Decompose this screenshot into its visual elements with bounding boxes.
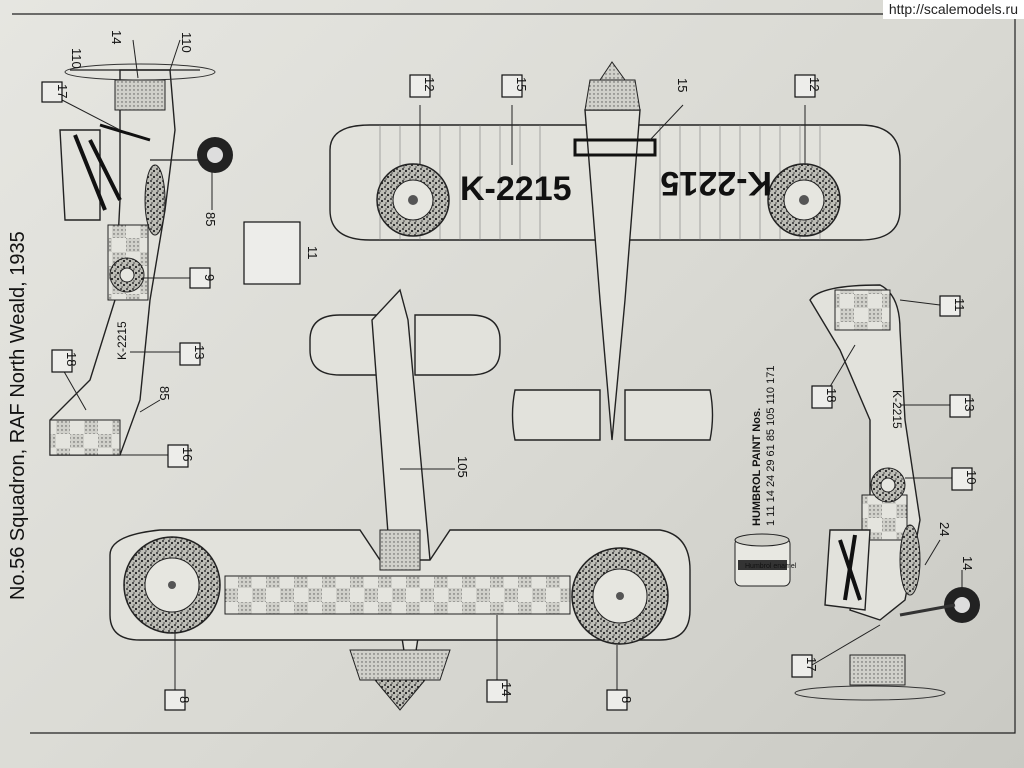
callout-10: 10 — [951, 467, 979, 491]
wing-serial-left: K-2215 — [460, 170, 572, 208]
plan-view — [109, 288, 691, 711]
callout-8-right: 8 — [606, 689, 634, 711]
svg-text:12: 12 — [422, 77, 437, 91]
callout-18-left: 18 — [51, 349, 79, 373]
callout-17-right: 17 — [791, 654, 819, 678]
paint-tin-icon — [734, 533, 791, 587]
svg-text:9: 9 — [202, 274, 217, 281]
callout-18-right: 18 — [811, 385, 839, 409]
svg-text:10: 10 — [964, 470, 979, 484]
callout-14-right: 14 — [960, 556, 975, 570]
svg-text:11: 11 — [305, 246, 320, 260]
svg-text:24: 24 — [937, 522, 952, 536]
svg-text:15: 15 — [675, 78, 690, 92]
svg-text:85: 85 — [203, 212, 218, 226]
callout-24: 24 — [937, 522, 952, 536]
callout-8-left: 8 — [164, 689, 192, 711]
callout-11-right: 11 — [939, 295, 967, 317]
leader-lines — [61, 39, 963, 690]
svg-text:8: 8 — [177, 696, 192, 703]
callout-110-right: 110 — [179, 32, 194, 53]
watermark-url: http://scalemodels.ru — [882, 0, 1024, 19]
svg-text:13: 13 — [192, 345, 207, 359]
svg-text:18: 18 — [64, 352, 79, 366]
callout-85-wheel: 85 — [203, 212, 218, 226]
callout-85-tail: 85 — [157, 386, 172, 400]
side-serial-right: K-2215 — [890, 390, 904, 429]
callout-15-right: 15 — [675, 78, 690, 92]
svg-text:14: 14 — [960, 556, 975, 570]
wing-serial-right: K-2215 — [660, 164, 772, 202]
svg-text:17: 17 — [55, 84, 70, 98]
page-title: No.56 Squadron, RAF North Weald, 1935 — [7, 231, 29, 600]
svg-text:110: 110 — [69, 48, 84, 69]
callout-105: 105 — [455, 456, 470, 478]
callout-17-left: 17 — [41, 81, 70, 103]
callout-13-left: 13 — [179, 342, 207, 366]
callout-11-box: 11 — [305, 246, 320, 260]
svg-text:85: 85 — [157, 386, 172, 400]
svg-text:11: 11 — [952, 298, 967, 312]
svg-text:8: 8 — [619, 696, 634, 703]
decal-11-outline — [243, 221, 301, 285]
svg-text:12: 12 — [807, 77, 822, 91]
paint-numbers: 1 11 14 24 29 61 85 105 110 171 — [765, 366, 777, 526]
callout-16: 16 — [167, 444, 195, 468]
svg-text:16: 16 — [180, 447, 195, 461]
paint-tin-label: Humbrol enamel — [745, 563, 797, 570]
svg-text:14: 14 — [109, 30, 124, 44]
svg-text:14: 14 — [499, 682, 514, 696]
svg-text:15: 15 — [514, 77, 529, 91]
upper-wing-view: K-2215 K-2215 — [329, 61, 901, 441]
callout-12-right: 12 — [794, 74, 822, 98]
svg-text:13: 13 — [962, 397, 977, 411]
svg-text:17: 17 — [804, 657, 819, 671]
callout-14-top: 14 — [109, 30, 124, 44]
sheet-border — [12, 13, 1016, 734]
callout-9: 9 — [189, 267, 217, 289]
callout-13-right: 13 — [949, 394, 977, 418]
svg-text:18: 18 — [824, 388, 839, 402]
paint-heading: HUMBROL PAINT Nos. — [751, 408, 763, 526]
svg-text:110: 110 — [179, 32, 194, 53]
side-serial-left: K-2215 — [115, 321, 129, 360]
left-side-view: K-2215 — [49, 63, 233, 456]
svg-text:105: 105 — [455, 456, 470, 478]
callout-15-left: 15 — [501, 74, 529, 98]
callout-110-left: 110 — [69, 48, 84, 69]
right-side-view: K-2215 — [794, 284, 980, 701]
callout-12-left: 12 — [409, 74, 437, 98]
callout-14-bottom: 14 — [486, 679, 514, 703]
